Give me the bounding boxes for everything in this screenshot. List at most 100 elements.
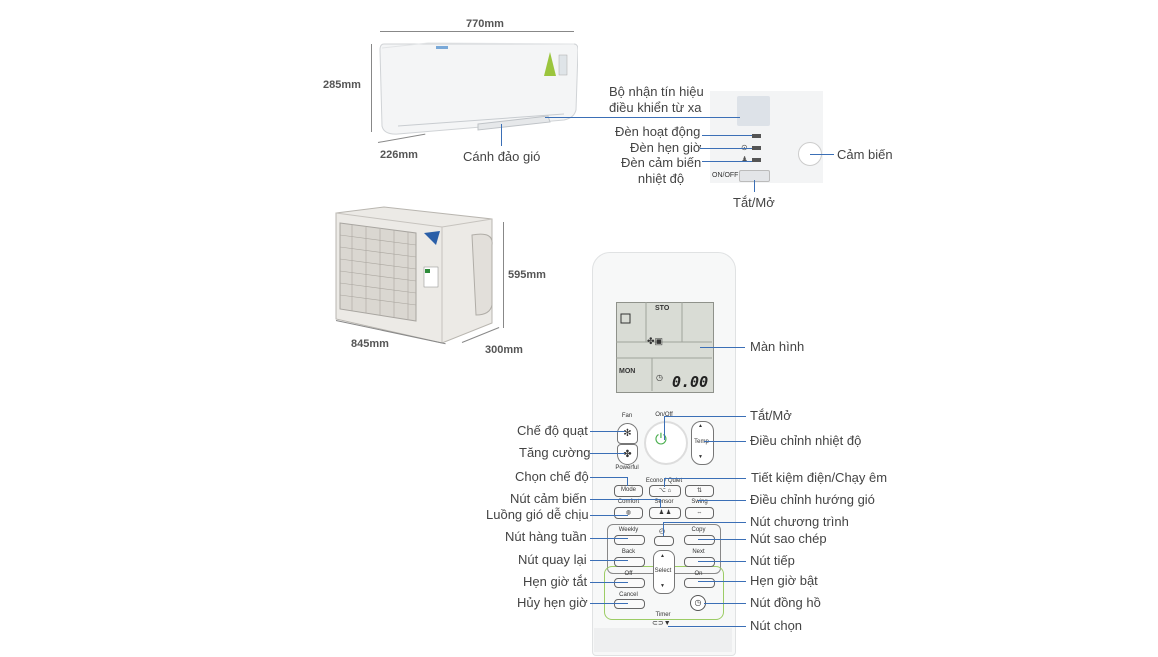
indoor-unit bbox=[378, 40, 579, 136]
ptr-back-button bbox=[590, 560, 628, 561]
operation-lamp-label: Đèn hoạt động bbox=[615, 124, 701, 139]
ptr-comfort-airflow bbox=[590, 515, 628, 516]
swing-button[interactable]: ⇅ bbox=[685, 485, 714, 497]
label-off-timer: Hẹn giờ tắt bbox=[523, 574, 588, 589]
ptr-on-timer bbox=[698, 581, 746, 582]
temp-sensor-lamp bbox=[752, 158, 761, 162]
label-fan-mode: Chế độ quạt bbox=[517, 423, 588, 438]
ptr-onoff bbox=[664, 416, 746, 417]
temp-button[interactable] bbox=[691, 421, 714, 465]
cancel-button[interactable] bbox=[614, 599, 645, 609]
label-econo-quiet: Tiết kiệm điện/Chạy êm bbox=[751, 470, 888, 485]
ptr-mode-select bbox=[590, 477, 628, 478]
ptr-swing-adjust bbox=[698, 500, 746, 501]
ptr-select-button bbox=[668, 626, 746, 627]
receiver-label: Bộ nhận tín hiệu điều khiển từ xa bbox=[609, 84, 704, 115]
ptr-econo-quiet bbox=[664, 478, 746, 479]
back-button[interactable] bbox=[614, 557, 645, 567]
temp-up-icon: ▲ bbox=[698, 423, 703, 429]
temp-sensor-lamp-pointer bbox=[702, 161, 752, 162]
timer-lamp-label: Đèn hẹn giờ bbox=[630, 140, 702, 155]
timer-select-icon: ⊂⊃▼ bbox=[652, 620, 671, 627]
indoor-width-dim: 770mm bbox=[466, 18, 504, 30]
copy-button[interactable] bbox=[684, 535, 715, 545]
sensor-button[interactable]: ♟ ♟ bbox=[649, 507, 681, 519]
program-icon: ◴ bbox=[659, 527, 665, 535]
ptr-powerful bbox=[590, 453, 625, 454]
ptr-onoff-v bbox=[664, 416, 665, 440]
label-cancel-timer: Hủy hẹn giờ bbox=[517, 595, 588, 610]
timer-lamp-icon: ⊙ bbox=[741, 143, 748, 152]
swing-adjust-button[interactable]: ⇔ bbox=[685, 507, 714, 519]
panel-onoff-label: Tắt/Mở bbox=[733, 195, 775, 210]
onoff-button-label: On/Off bbox=[655, 412, 673, 418]
louver-pointer bbox=[501, 124, 502, 146]
screen-fan-icon: ✤▣ bbox=[647, 336, 664, 346]
outdoor-width-dim: 845mm bbox=[351, 338, 389, 350]
power-icon: ⏻ bbox=[655, 431, 667, 448]
label-onoff: Tắt/Mở bbox=[750, 408, 792, 423]
program-button[interactable] bbox=[654, 536, 674, 546]
fan-button[interactable]: ✻ bbox=[617, 423, 638, 444]
ptr-econo-quiet-v bbox=[664, 478, 665, 487]
indoor-height-dim-line bbox=[371, 44, 372, 132]
onoff-tag: ON/OFF bbox=[712, 172, 739, 179]
label-weekly-button: Nút hàng tuần bbox=[505, 529, 587, 544]
sensor-label: Cảm biến bbox=[837, 147, 893, 162]
indoor-height-dim: 285mm bbox=[323, 79, 361, 91]
receiver-window bbox=[737, 96, 770, 126]
onoff-button[interactable] bbox=[644, 421, 688, 465]
operation-lamp bbox=[752, 134, 761, 138]
ptr-program-button-v bbox=[663, 522, 664, 536]
receiver-pointer bbox=[700, 117, 740, 118]
screen-clock-icon: ◷ bbox=[656, 373, 663, 382]
comfort-button-label: Comfort bbox=[617, 499, 640, 505]
label-temp-adjust: Điều chỉnh nhiệt độ bbox=[750, 433, 862, 448]
label-back-button: Nút quay lại bbox=[518, 552, 587, 567]
mode-button-label: Mode bbox=[620, 487, 636, 493]
comfort-button[interactable]: ◍ bbox=[614, 507, 643, 519]
receiver-pointer-long bbox=[545, 117, 700, 118]
outdoor-height-dim: 595mm bbox=[508, 269, 546, 281]
label-swing-adjust: Điều chỉnh hướng gió bbox=[750, 492, 875, 507]
label-next-button: Nút tiếp bbox=[750, 553, 795, 568]
on-button[interactable] bbox=[684, 578, 715, 588]
econo-quiet-button[interactable]: ⌥ ⌂ bbox=[649, 485, 681, 497]
screen-mon: MON bbox=[619, 368, 636, 375]
ptr-off-timer bbox=[590, 582, 628, 583]
temp-button-label: Temp bbox=[694, 439, 709, 445]
weekly-button[interactable] bbox=[614, 535, 645, 545]
ptr-next-button bbox=[698, 561, 746, 562]
label-screen: Màn hình bbox=[750, 339, 805, 354]
select-button[interactable] bbox=[653, 550, 675, 594]
back-button-label: Back bbox=[621, 549, 636, 555]
sensor-button-label: Sensor bbox=[654, 499, 674, 505]
timer-label: Timer bbox=[655, 612, 671, 618]
swing-button-label: Swing bbox=[691, 499, 708, 505]
label-program-button: Nút chương trình bbox=[750, 514, 849, 529]
next-button-label: Next bbox=[692, 549, 705, 555]
mode-button[interactable] bbox=[614, 485, 643, 497]
sensor-pointer bbox=[810, 154, 834, 155]
select-button-label: Select bbox=[654, 568, 672, 574]
louver-label: Cánh đảo gió bbox=[463, 149, 541, 164]
off-button[interactable] bbox=[614, 578, 645, 588]
ptr-mode-select-v bbox=[627, 477, 628, 486]
on-button-label: On bbox=[694, 571, 703, 577]
ptr-program-button bbox=[663, 522, 746, 523]
screen-segments bbox=[616, 302, 712, 391]
temp-down-icon: ▼ bbox=[698, 454, 703, 460]
temp-sensor-lamp-icon: ♟ bbox=[741, 155, 749, 164]
timer-lamp bbox=[752, 146, 761, 150]
indoor-depth-dim: 226mm bbox=[380, 149, 418, 161]
outdoor-height-dim-line bbox=[503, 222, 504, 328]
ptr-sensor-button-v bbox=[660, 499, 661, 508]
temp-sensor-lamp-label: Đèn cảm biến nhiệt độ bbox=[621, 155, 702, 186]
fan-button-label: Fan bbox=[621, 413, 633, 419]
indoor-width-dim-line bbox=[380, 31, 574, 32]
powerful-button[interactable]: ✤ bbox=[617, 444, 638, 465]
ptr-fan-mode bbox=[590, 431, 625, 432]
screen-time: 0.00 bbox=[672, 373, 709, 391]
econo-quiet-label: Econo / Quiet bbox=[645, 478, 683, 484]
next-button[interactable] bbox=[684, 557, 715, 567]
